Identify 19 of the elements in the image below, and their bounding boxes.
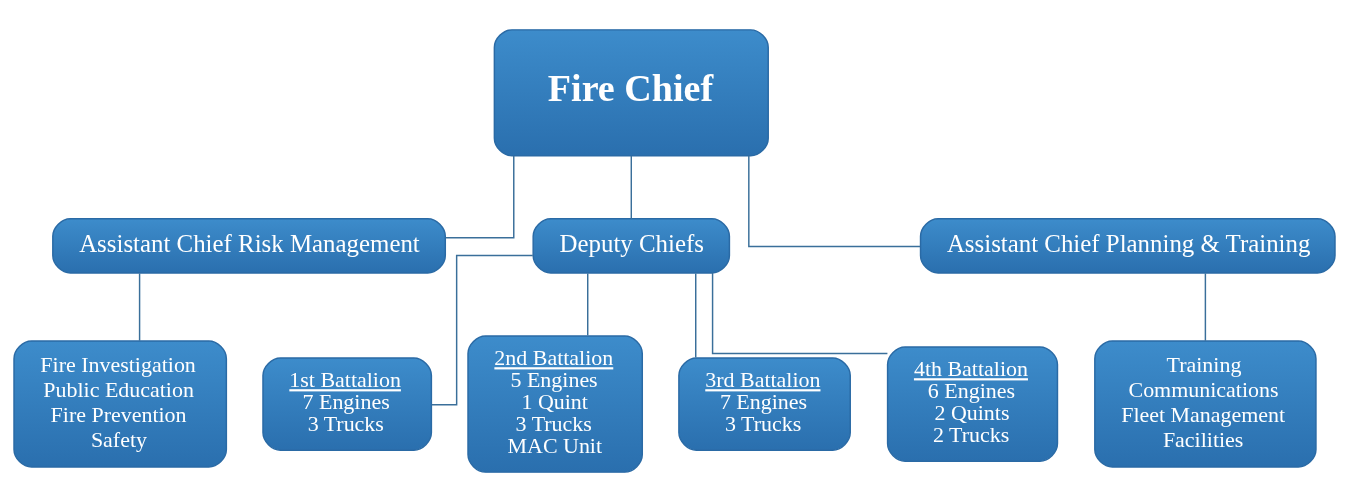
node-box: Training Communications Fleet Management Facilities bbox=[1094, 340, 1317, 468]
connector bbox=[1204, 272, 1207, 342]
connector bbox=[444, 155, 515, 239]
node-box: Assistant Chief Risk Management bbox=[52, 218, 447, 274]
connector bbox=[630, 155, 633, 220]
node-box: Assistant Chief Planning & Training bbox=[919, 218, 1336, 274]
connector bbox=[587, 272, 589, 337]
node-box: 4th Battalion 6 Engines 2 Quints 2 Trucks bbox=[886, 346, 1059, 462]
connector bbox=[695, 272, 697, 359]
connector bbox=[748, 155, 921, 248]
connector bbox=[431, 254, 534, 406]
node-box: Fire Chief bbox=[493, 29, 769, 157]
node-box: 3rd Battalion 7 Engines 3 Trucks bbox=[678, 357, 851, 451]
node-box: Deputy Chiefs bbox=[532, 218, 731, 274]
node-box: 2nd Battalion 5 Engines 1 Quint 3 Trucks MAC Unit bbox=[467, 335, 643, 473]
connector bbox=[711, 272, 889, 355]
node-box: 1st Battalion 7 Engines 3 Trucks bbox=[262, 357, 433, 451]
connector bbox=[138, 272, 141, 342]
node-box: Fire Investigation Public Education Fire Prevention Safety bbox=[13, 340, 228, 468]
